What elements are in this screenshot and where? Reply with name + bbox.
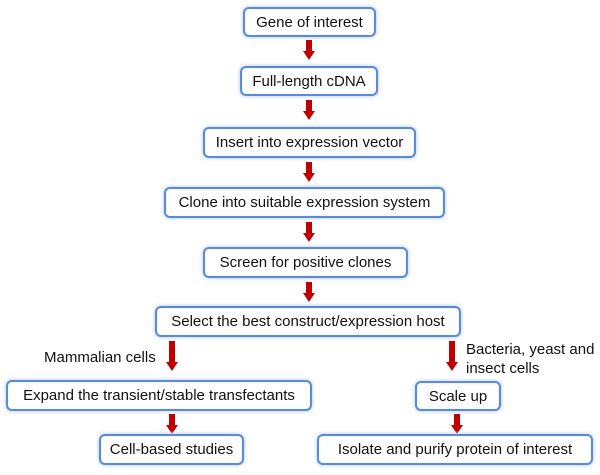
- step-expand-transfectants-label: Expand the transient/stable transfectant…: [23, 387, 295, 404]
- step-clone-into-system-label: Clone into suitable expression system: [178, 194, 431, 211]
- step-insert-into-vector-label: Insert into expression vector: [215, 134, 404, 151]
- arrow-down-icon: [451, 414, 463, 434]
- branch-label-mammalian: Mammalian cells: [44, 348, 156, 367]
- step-screen-positive-clones: Screen for positive clones: [203, 247, 408, 278]
- step-clone-into-system: Clone into suitable expression system: [164, 187, 445, 218]
- step-cell-based-studies-label: Cell-based studies: [109, 441, 234, 458]
- step-isolate-purify-protein-label: Isolate and purify protein of interest: [337, 441, 573, 458]
- step-select-best-construct-label: Select the best construct/expression hos…: [171, 313, 445, 330]
- step-insert-into-vector: Insert into expression vector: [203, 127, 416, 158]
- step-screen-positive-clones-label: Screen for positive clones: [219, 254, 392, 271]
- step-isolate-purify-protein: Isolate and purify protein of interest: [317, 434, 593, 465]
- arrow-down-icon: [166, 414, 178, 434]
- step-scale-up: Scale up: [415, 381, 501, 411]
- branch-label-bacteria-line2: insect cells: [466, 360, 540, 377]
- step-full-length-cdna-label: Full-length cDNA: [252, 72, 366, 90]
- step-gene-of-interest-label: Gene of interest: [256, 13, 363, 31]
- arrow-down-icon: [303, 282, 315, 302]
- step-select-best-construct: Select the best construct/expression hos…: [155, 306, 461, 337]
- step-cell-based-studies: Cell-based studies: [99, 434, 244, 465]
- step-full-length-cdna: Full-length cDNA: [240, 66, 378, 96]
- arrow-down-icon: [303, 40, 315, 60]
- branch-label-mammalian-text: Mammalian cells: [44, 349, 156, 366]
- arrow-down-icon: [303, 162, 315, 182]
- branch-label-bacteria-yeast-insect: Bacteria, yeast and insect cells: [466, 340, 594, 378]
- arrow-down-icon: [303, 100, 315, 120]
- step-expand-transfectants: Expand the transient/stable transfectant…: [6, 380, 312, 411]
- step-scale-up-label: Scale up: [428, 387, 488, 405]
- step-gene-of-interest: Gene of interest: [243, 7, 376, 37]
- branch-label-bacteria-line1: Bacteria, yeast and: [466, 341, 595, 358]
- arrow-down-icon: [446, 341, 458, 373]
- arrow-down-icon: [166, 341, 178, 373]
- arrow-down-icon: [303, 222, 315, 242]
